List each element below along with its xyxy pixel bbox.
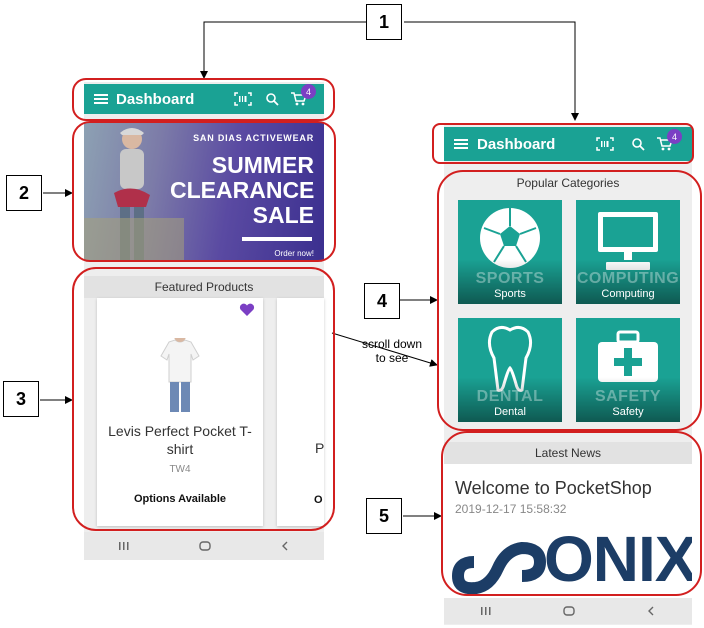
news-logo-text: ONIX xyxy=(544,524,692,595)
callout-1: 1 xyxy=(366,4,402,40)
callout-5: 5 xyxy=(366,498,402,534)
menu-icon[interactable] xyxy=(454,138,468,150)
news-date: 2019-12-17 15:58:32 xyxy=(455,502,567,516)
recent-apps-icon[interactable] xyxy=(118,538,130,554)
scroll-note-line2: to see xyxy=(375,351,409,365)
callout-2: 2 xyxy=(6,175,42,211)
news-card[interactable]: Welcome to PocketShop 2019-12-17 15:58:3… xyxy=(444,464,692,600)
callout-3: 3 xyxy=(3,381,39,417)
banner-line-3: SALE xyxy=(252,202,314,228)
category-tile-dental[interactable]: DENTAL Dental xyxy=(458,318,562,422)
computing-ghost-text: COMPUTING xyxy=(576,270,680,287)
heart-icon[interactable] xyxy=(239,303,255,322)
dental-tile-shade xyxy=(458,377,562,422)
cart-count-badge: 4 xyxy=(667,129,682,144)
runner-photo xyxy=(84,128,184,261)
highlight-box-2 xyxy=(72,121,336,262)
highlight-box-4 xyxy=(437,170,702,431)
category-label-computing: Computing xyxy=(601,288,655,300)
callout-4: 4 xyxy=(364,283,400,319)
next-product-card[interactable]: P O xyxy=(277,298,324,526)
highlight-box-5 xyxy=(441,431,702,596)
product-options: Options Available xyxy=(133,493,227,505)
cart-count-badge: 4 xyxy=(301,84,316,99)
next-product-options: O xyxy=(314,494,323,506)
category-tile-safety[interactable]: SAFETY Safety xyxy=(576,318,680,422)
app-bar-title: Dashboard xyxy=(477,135,556,153)
cart-icon[interactable]: 4 xyxy=(657,129,682,151)
category-tile-computing[interactable]: COMPUTING Computing xyxy=(576,200,680,304)
category-label-safety: Safety xyxy=(612,406,644,418)
left-system-nav xyxy=(84,532,324,560)
safety-ghost-text: SAFETY xyxy=(594,388,662,405)
news-headline: Welcome to PocketShop xyxy=(455,478,652,498)
highlight-box-3 xyxy=(72,267,335,531)
right-system-nav xyxy=(444,598,692,624)
sports-ghost-text: SPORTS xyxy=(475,270,545,287)
left-app-bar: Dashboard 4 xyxy=(84,84,324,114)
search-icon[interactable] xyxy=(632,137,645,151)
banner-divider xyxy=(242,237,312,241)
soccer-ball-icon xyxy=(480,208,540,268)
next-product-name: P xyxy=(315,440,324,456)
banner-line-1: SUMMER xyxy=(211,152,314,178)
search-icon[interactable] xyxy=(266,92,279,106)
app-bar-title: Dashboard xyxy=(116,90,195,108)
computer-icon xyxy=(598,212,658,270)
cart-icon[interactable]: 4 xyxy=(291,84,316,106)
product-card[interactable]: Levis Perfect Pocket T-shirt TW4 Options… xyxy=(97,298,263,526)
product-image xyxy=(160,338,200,412)
product-name: Levis Perfect Pocket T-shirt xyxy=(108,423,252,457)
recent-apps-icon[interactable] xyxy=(480,603,492,619)
home-icon[interactable] xyxy=(563,603,575,619)
barcode-scan-icon[interactable] xyxy=(596,137,614,151)
highlight-box-1-left xyxy=(72,78,335,121)
featured-products-heading: Featured Products xyxy=(84,276,324,298)
popular-categories-heading: Popular Categories xyxy=(516,176,620,190)
promo-banner[interactable]: SAN DIAS ACTIVEWEAR SUMMER CLEARANCE SAL… xyxy=(84,123,324,261)
safety-tile-shade xyxy=(576,377,680,422)
category-tile-sports[interactable]: SPORTS Sports xyxy=(458,200,562,304)
banner-cta[interactable]: Order now! xyxy=(274,249,314,258)
sports-tile-shade xyxy=(458,259,562,304)
scroll-note-line1: scroll down xyxy=(361,337,423,351)
latest-news-heading: Latest News xyxy=(444,442,692,464)
home-icon[interactable] xyxy=(199,538,211,554)
barcode-scan-icon[interactable] xyxy=(234,92,252,106)
tooth-icon xyxy=(487,325,533,392)
back-icon[interactable] xyxy=(646,603,656,619)
first-aid-kit-icon xyxy=(598,330,658,382)
dental-ghost-text: DENTAL xyxy=(476,388,544,405)
banner-line-2: CLEARANCE xyxy=(170,177,315,203)
right-app-bar: Dashboard 4 xyxy=(444,127,692,161)
menu-icon[interactable] xyxy=(94,93,108,105)
banner-brand: SAN DIAS ACTIVEWEAR xyxy=(193,133,314,143)
computing-tile-shade xyxy=(576,259,680,304)
category-label-dental: Dental xyxy=(494,406,526,418)
category-label-sports: Sports xyxy=(494,288,526,300)
highlight-box-1-right xyxy=(432,123,694,164)
product-sku: TW4 xyxy=(169,464,191,475)
scroll-note: scroll down to see xyxy=(356,337,428,365)
back-icon[interactable] xyxy=(280,538,290,554)
